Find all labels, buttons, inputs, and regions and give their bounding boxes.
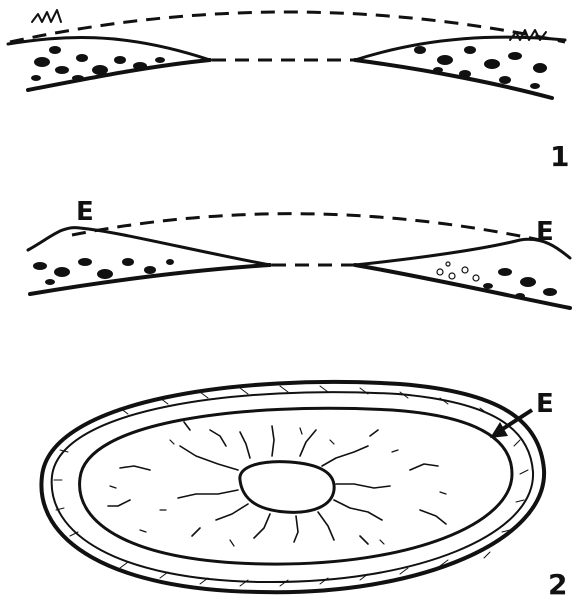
edge-label-left: E xyxy=(76,197,94,227)
profile-top xyxy=(8,10,565,98)
small-cracks xyxy=(110,428,446,546)
edge-label-oval: E xyxy=(536,389,554,419)
panel-1-label: 1 xyxy=(550,140,569,173)
edge-label-right: E xyxy=(536,217,554,247)
oval-plan-view xyxy=(41,382,544,592)
rim-hatching xyxy=(54,386,528,586)
radial-cracks xyxy=(108,422,446,544)
profile-middle xyxy=(28,214,570,308)
panel-2-label: 2 xyxy=(548,568,567,599)
